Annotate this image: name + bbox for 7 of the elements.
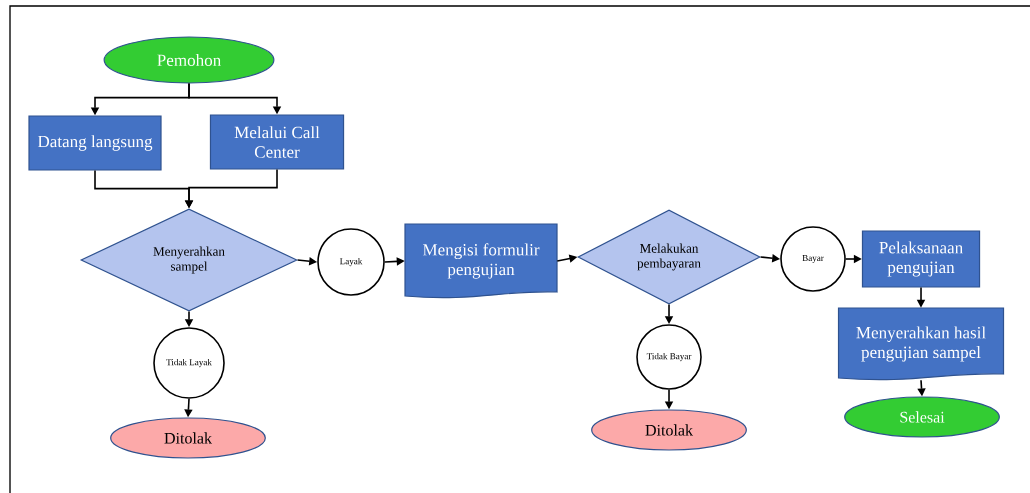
process-box: Melalui Call Center: [209, 114, 345, 170]
terminal-oval: Ditolak: [110, 417, 266, 459]
terminal-oval: Ditolak: [591, 409, 747, 451]
terminal-oval: Selesai: [844, 396, 1000, 438]
process-box: Pelaksanaan pengujian: [861, 230, 981, 288]
process-box: Datang langsung: [28, 115, 162, 171]
terminal-oval: Pemohon: [103, 36, 275, 84]
